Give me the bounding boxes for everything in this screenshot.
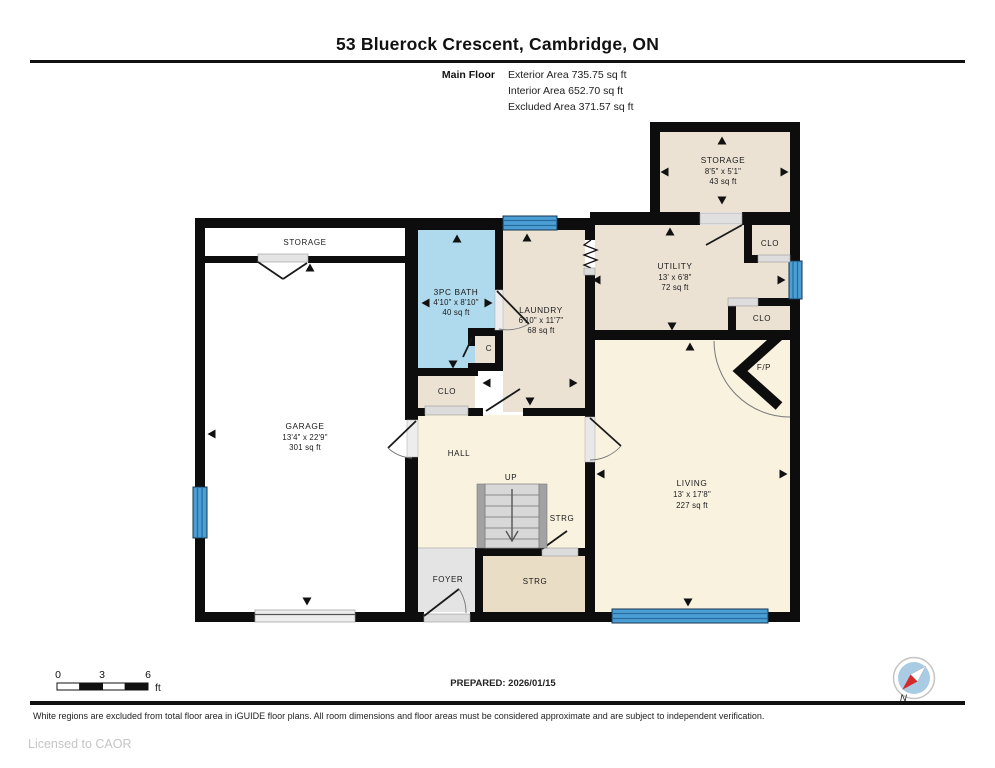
- room-area-storage-tr: 43 sq ft: [709, 177, 737, 186]
- compass-north-label: N: [900, 693, 907, 704]
- fireplace: [713, 332, 791, 418]
- prepared-date: PREPARED: 2026/01/15: [450, 678, 556, 689]
- room-dims-bath: 4'10" x 8'10": [433, 298, 478, 307]
- compass-icon: N: [892, 656, 936, 704]
- stairs-direction-arrow: [505, 489, 519, 543]
- excluded-area: Excluded Area 371.57 sq ft: [508, 101, 634, 113]
- room-label-storage-strip: STORAGE: [283, 238, 326, 247]
- room-label-storage-tr: STORAGE: [701, 155, 746, 165]
- room-area-laundry: 68 sq ft: [527, 326, 555, 335]
- window-laundry: [502, 215, 558, 231]
- room-dims-storage-tr: 8'5" x 5'1": [705, 167, 741, 176]
- storage-label-mid: STRG: [550, 514, 575, 523]
- garage-door: [254, 609, 356, 623]
- closet-label-c: C: [486, 344, 492, 353]
- footer-disclaimer: White regions are excluded from total fl…: [33, 711, 765, 721]
- title-divider: [30, 60, 965, 63]
- window-utility-right: [788, 260, 803, 300]
- room-label-laundry: LAUNDRY: [519, 305, 563, 315]
- fireplace-label: F/P: [757, 363, 771, 372]
- windows: [192, 215, 803, 624]
- scale-unit: ft: [155, 682, 161, 694]
- window-garage-left: [192, 486, 208, 539]
- doors: [254, 212, 791, 623]
- room-dims-laundry: 6'10" x 11'7": [519, 316, 564, 325]
- room-label-foyer: FOYER: [433, 575, 464, 584]
- stairs: [476, 483, 548, 549]
- interior-area: Interior Area 652.70 sq ft: [508, 85, 623, 97]
- scale-bar: 0 3 6 ft: [55, 669, 161, 694]
- room-dims-utility: 13' x 6'8": [658, 273, 691, 282]
- storage-label-bottom: STRG: [523, 577, 548, 586]
- closet-label-right: CLO: [753, 314, 771, 323]
- scale-label-0: 0: [55, 669, 61, 681]
- room-area-living: 227 sq ft: [676, 501, 708, 510]
- walls: [195, 122, 800, 622]
- scale-label-3: 3: [99, 669, 105, 681]
- room-label-utility: UTILITY: [657, 261, 692, 271]
- stairs-up-label: UP: [505, 473, 517, 482]
- room-area-bath: 40 sq ft: [442, 308, 470, 317]
- room-label-living: LIVING: [677, 478, 708, 488]
- room-label-bath: 3PC BATH: [434, 287, 479, 297]
- closet-label-top-right: CLO: [761, 239, 779, 248]
- license-text: Licensed to CAOR: [28, 737, 132, 751]
- exterior-area: Exterior Area 735.75 sq ft: [508, 69, 627, 81]
- room-area-garage: 301 sq ft: [289, 443, 321, 452]
- scale-label-6: 6: [145, 669, 151, 681]
- floor-label: Main Floor: [441, 69, 495, 81]
- room-label-hall: HALL: [448, 449, 470, 458]
- room-label-garage: GARAGE: [285, 421, 324, 431]
- page-title: 53 Bluerock Crescent, Cambridge, ON: [335, 34, 660, 54]
- footer-divider: [30, 701, 965, 705]
- closet-label-bath: CLO: [438, 387, 456, 396]
- room-labels: STORAGE 8'5" x 5'1" 43 sq ft CLO UTILITY…: [282, 155, 779, 586]
- window-living-bottom: [611, 608, 769, 624]
- room-area-utility: 72 sq ft: [661, 283, 689, 292]
- room-dims-garage: 13'4" x 22'9": [282, 433, 327, 442]
- wall-opening-zigzag: [582, 239, 599, 276]
- room-dims-living: 13' x 17'8": [673, 490, 711, 499]
